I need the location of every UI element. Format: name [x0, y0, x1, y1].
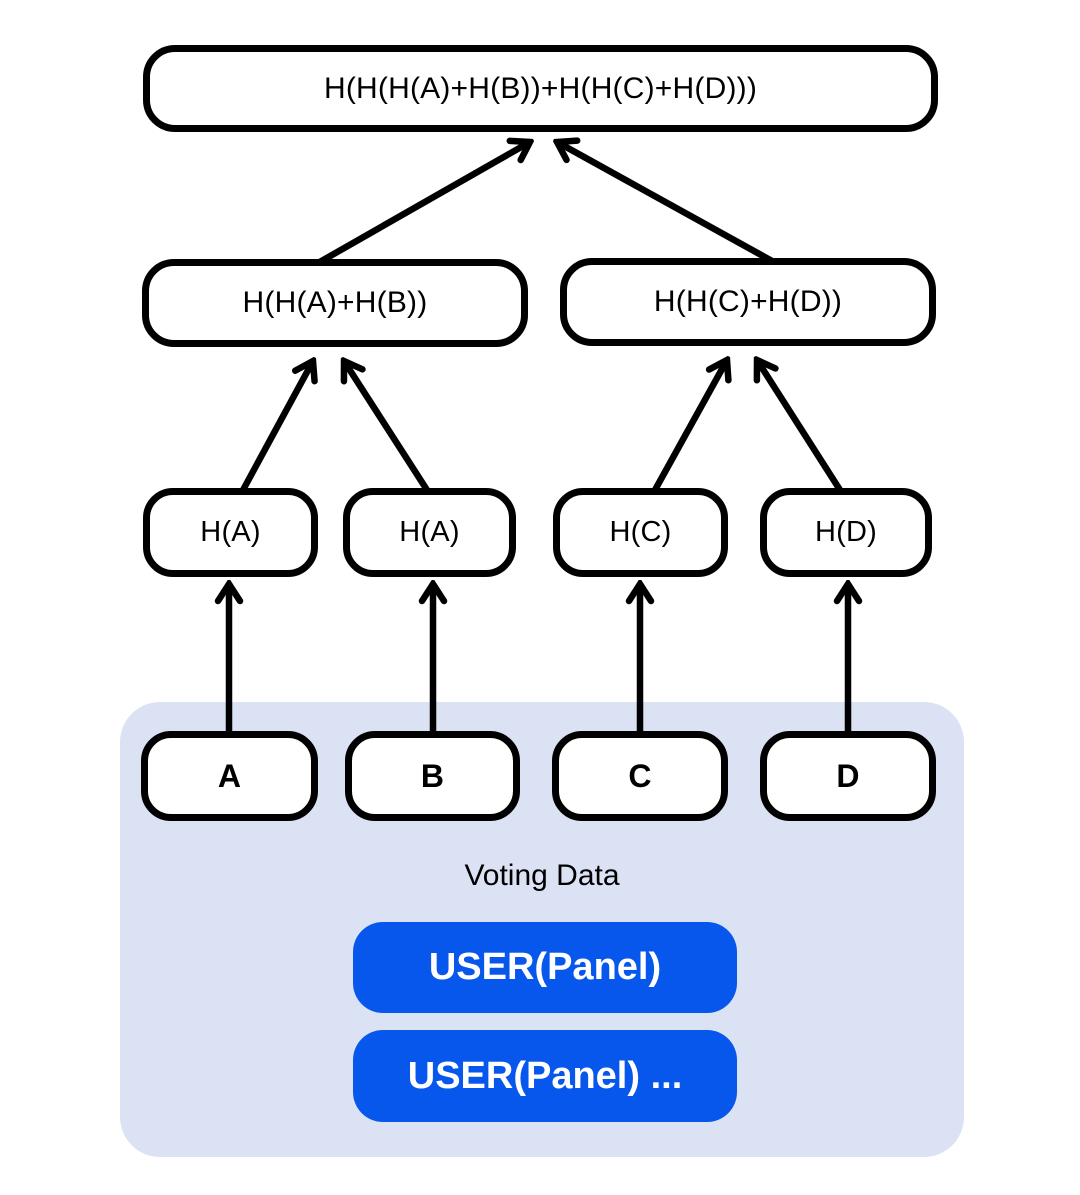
user-panel-pill-2: USER(Panel) ... [353, 1030, 737, 1122]
user-panel-pill-1: USER(Panel) [353, 922, 737, 1013]
voting-data-label: Voting Data [464, 859, 620, 892]
node-leaf-a: A [141, 731, 318, 821]
node-leaf-c: C [552, 731, 728, 821]
node-branch-left: H(H(A)+H(B)) [142, 259, 528, 347]
edge-hash-c-to-branch-right [652, 360, 727, 492]
node-hash-a-1: H(A) [143, 488, 318, 577]
node-root-hash: H(H(H(A)+H(B))+H(H(C)+H(D))) [143, 45, 938, 132]
node-branch-right: H(H(C)+H(D)) [560, 258, 936, 346]
edge-hash-a1-to-branch-left [240, 361, 313, 492]
edge-branch-right-to-root [557, 142, 774, 264]
edge-hash-d-to-branch-right [757, 360, 843, 492]
node-leaf-b: B [345, 731, 520, 821]
node-hash-d: H(D) [760, 488, 932, 577]
edge-branch-left-to-root [316, 142, 530, 266]
node-leaf-d: D [760, 731, 936, 821]
node-hash-a-2: H(A) [343, 488, 516, 577]
edge-hash-a2-to-branch-left [344, 361, 430, 492]
node-hash-c: H(C) [553, 488, 728, 577]
